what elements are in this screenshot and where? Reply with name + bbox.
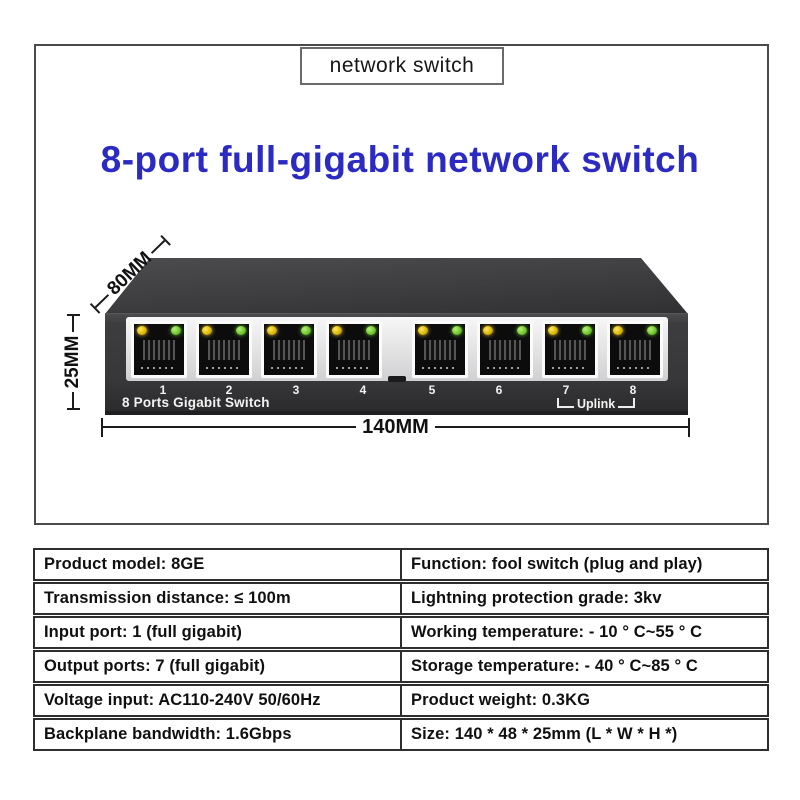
spec-cell: Storage temperature: - 40 ° C~85 ° C [411,657,698,675]
dimension-line [434,426,689,428]
spec-row: Output ports: 7 (full gigabit) Storage t… [33,650,769,683]
green-led-icon [452,325,462,335]
spec-cell: Product weight: 0.3KG [411,691,591,709]
dimension-line [72,392,74,408]
rj45-port-5 [412,320,468,378]
spec-cell: Size: 140 * 48 * 25mm (L * W * H *) [411,725,678,743]
yellow-led-icon [613,325,623,335]
product-category-banner: network switch [300,47,504,85]
rj45-port-2 [196,320,252,378]
green-led-icon [236,325,246,335]
port-pins [338,339,370,360]
spec-cell: Backplane bandwidth: 1.6Gbps [35,720,402,749]
spec-cell: Output ports: 7 (full gigabit) [35,652,402,681]
port-panel [126,317,668,382]
switch-top-panel [105,258,688,314]
port-contacts [336,366,372,369]
dimension-height: 25MM [62,313,83,410]
rj45-port-8 [607,320,663,378]
rj45-port-3 [261,320,317,378]
port-contacts [422,366,458,369]
port-number-1: 1 [159,383,167,397]
dimension-tick-icon [688,417,691,437]
port-number-2: 2 [225,383,233,397]
switch-front-panel: 1 2 3 4 5 6 7 8 8 Ports Gigabit Switch U… [105,313,688,415]
yellow-led-icon [137,325,147,335]
port-pins [424,339,456,360]
port-pins [273,339,305,360]
spec-cell: Voltage input: AC110-240V 50/60Hz [35,686,402,715]
port-number-6: 6 [495,383,503,397]
dimension-width-label: 140MM [362,415,429,438]
port-pins [554,339,586,360]
yellow-led-icon [267,325,277,335]
port-pins [489,339,521,360]
spec-cell: Lightning protection grade: 3kv [411,589,662,607]
uplink-callout: Uplink [557,394,636,411]
green-led-icon [647,325,657,335]
port-pins [143,339,175,360]
yellow-led-icon [483,325,493,335]
green-led-icon [517,325,527,335]
uplink-bracket-left-icon [557,398,574,408]
rj45-port-7 [542,320,598,378]
dimension-tick-icon [66,408,80,410]
dimension-line [72,315,74,332]
port-contacts [206,366,242,369]
port-contacts [552,366,588,369]
spec-cell: Function: fool switch (plug and play) [411,555,703,573]
green-led-icon [366,325,376,335]
port-contacts [141,366,177,369]
spec-cell: Product model: 8GE [35,550,402,579]
dimension-tick-icon [101,417,103,437]
dimension-line [151,239,166,254]
spec-row: Transmission distance: ≤ 100m Lightning … [33,582,769,615]
yellow-led-icon [332,325,342,335]
rj45-port-6 [477,320,533,378]
panel-label: 8 Ports Gigabit Switch [122,395,270,410]
spec-row: Backplane bandwidth: 1.6Gbps Size: 140 *… [33,718,769,751]
spec-cell: Transmission distance: ≤ 100m [35,584,402,613]
uplink-bracket-right-icon [618,398,636,408]
dimension-height-label: 25MM [62,335,83,389]
spec-row: Input port: 1 (full gigabit) Working tem… [33,616,769,649]
port-number-8: 8 [629,383,637,397]
port-pins [619,339,651,360]
rj45-port-1 [131,320,187,378]
rj45-port-4 [326,320,382,378]
panel-notch [388,375,406,382]
spec-row: Product model: 8GE Function: fool switch… [33,548,769,581]
port-number-5: 5 [428,383,436,397]
port-contacts [487,366,523,369]
dimension-line [94,294,109,309]
green-led-icon [171,325,181,335]
green-led-icon [301,325,311,335]
yellow-led-icon [202,325,212,335]
spec-row: Voltage input: AC110-240V 50/60Hz Produc… [33,684,769,717]
dimension-tick-icon [66,313,80,316]
dimension-line [103,426,357,428]
port-pins [208,339,240,360]
port-number-4: 4 [359,383,367,397]
port-number-7: 7 [562,383,570,397]
yellow-led-icon [418,325,428,335]
uplink-label: Uplink [577,397,616,411]
port-number-3: 3 [292,383,300,397]
dimension-width: 140MM [101,415,691,438]
spec-cell: Working temperature: - 10 ° C~55 ° C [411,623,703,641]
banner-label: network switch [329,54,475,77]
yellow-led-icon [548,325,558,335]
port-contacts [617,366,653,369]
product-title: 8-port full-gigabit network switch [100,139,700,180]
panel-mid-divider [388,321,406,382]
port-contacts [271,366,307,369]
green-led-icon [582,325,592,335]
spec-cell: Input port: 1 (full gigabit) [35,618,402,647]
spec-table: Product model: 8GE Function: fool switch… [33,548,769,752]
